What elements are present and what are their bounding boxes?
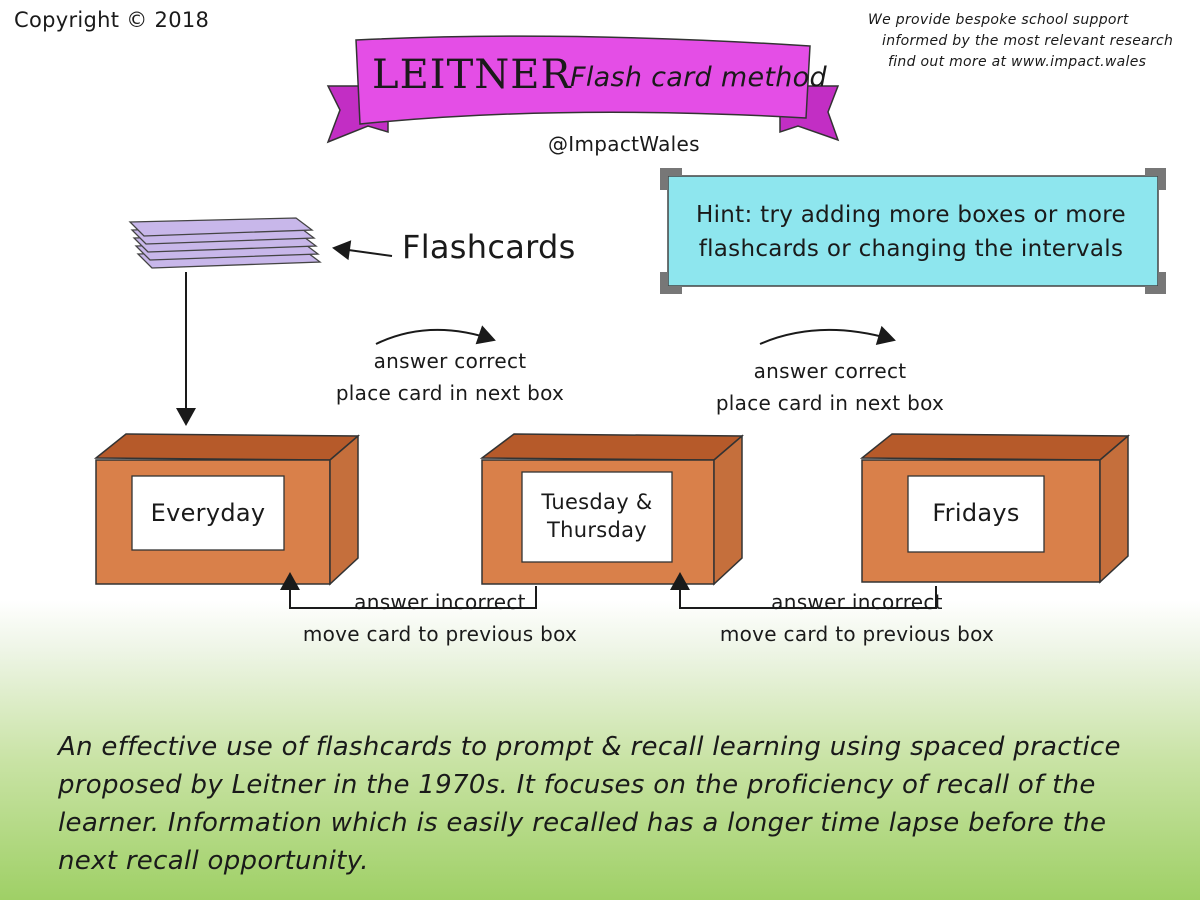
title-banner [326, 35, 840, 144]
description-text: An effective use of flashcards to prompt… [58, 732, 1121, 876]
corner-clip [660, 168, 682, 190]
banner-body [355, 35, 811, 125]
correct-line: place card in next box [715, 391, 945, 415]
incorrect-line: answer incorrect [771, 590, 943, 614]
correct-arrow-1 [375, 325, 496, 345]
box-label-everyday: Everyday [150, 499, 266, 527]
incorrect-line: answer incorrect [354, 590, 526, 614]
title-sub: Flash card method [570, 62, 827, 93]
copyright-text: Copyright © 2018 [14, 8, 210, 32]
corner-clip [1145, 168, 1166, 190]
incorrect-arrow-2 [670, 572, 937, 609]
correct-line: answer correct [373, 349, 527, 373]
title-main: LEITNER [372, 52, 572, 98]
flashcards-pointer-arrow [332, 240, 393, 261]
hint-card [660, 168, 1166, 294]
hint-text: Hint: try adding more boxes or more flas… [676, 198, 1146, 266]
hint-line: Hint: try adding more boxes or more [695, 202, 1127, 228]
incorrect-step-label: answer incorrect move card to previous b… [295, 586, 585, 650]
corner-clip [1145, 272, 1166, 294]
box-everyday [93, 433, 361, 586]
social-handle: @ImpactWales [548, 132, 700, 156]
correct-line: answer correct [753, 359, 907, 383]
flashcard-stack [128, 217, 322, 269]
box-label-line: Tuesday & [541, 490, 653, 514]
promo-text: We provide bespoke school support inform… [868, 10, 1188, 73]
incorrect-line: move card to previous box [302, 622, 578, 646]
box-label-tuesday-thursday: Tuesday & Thursday [524, 472, 670, 560]
box-fridays [859, 433, 1131, 584]
correct-line: place card in next box [335, 381, 565, 405]
incorrect-line: move card to previous box [719, 622, 995, 646]
incorrect-arrow-1 [280, 572, 537, 609]
box-label-line: Thursday [546, 518, 648, 542]
hint-line: flashcards or changing the intervals [698, 236, 1124, 262]
promo-line: informed by the most relevant research [882, 33, 1174, 49]
correct-arrow-2 [759, 325, 896, 346]
box-tuesday-thursday [479, 433, 745, 586]
correct-step-label: answer correct place card in next box [680, 355, 980, 419]
incorrect-step-label: answer incorrect move card to previous b… [712, 586, 1002, 650]
box-label-fridays: Fridays [932, 499, 1020, 527]
flashcards-label: Flashcards [402, 228, 576, 266]
corner-clip [660, 272, 682, 294]
promo-line: We provide bespoke school support [868, 12, 1129, 28]
correct-step-label: answer correct place card in next box [300, 345, 600, 409]
promo-line: find out more at www.impact.wales [888, 54, 1147, 70]
